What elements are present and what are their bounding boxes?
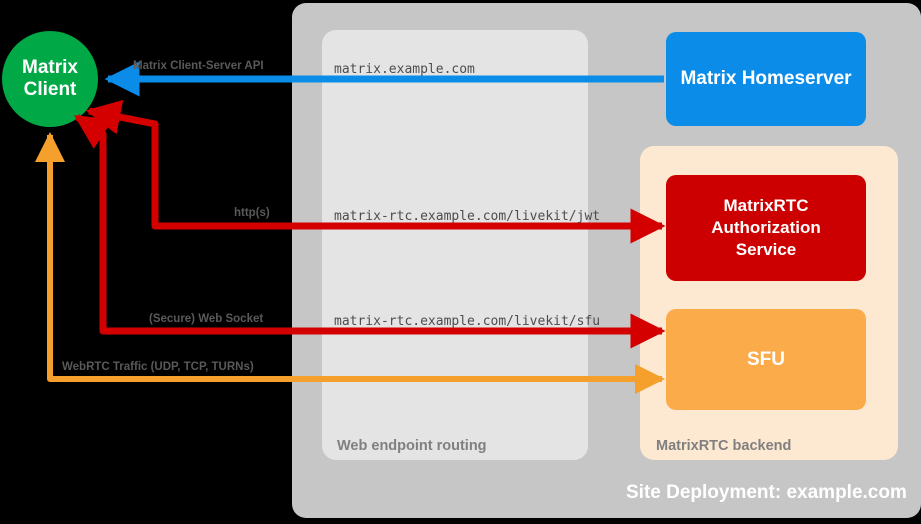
panel-label-matrixrtc-backend: MatrixRTC backend [656, 438, 792, 454]
node-matrix-client[interactable] [2, 31, 98, 127]
endpoint-label-livekit-jwt: matrix-rtc.example.com/livekit/jwt [334, 209, 601, 224]
node-sfu[interactable] [666, 309, 866, 410]
panel-label-site-deployment: Site Deployment: example.com [626, 482, 907, 503]
node-matrix-homeserver[interactable] [666, 32, 866, 126]
edge-label-matrix-client-server-api: Matrix Client-Server API [133, 60, 264, 72]
edge-label-secure-web-socket: (Secure) Web Socket [149, 313, 264, 325]
panel-label-web-endpoint-routing: Web endpoint routing [337, 438, 487, 454]
edge-label-webrtc-traffic: WebRTC Traffic (UDP, TCP, TURNs) [62, 361, 254, 373]
endpoint-label-livekit-sfu: matrix-rtc.example.com/livekit/sfu [334, 314, 601, 329]
edge-label-https: http(s) [234, 207, 270, 219]
panel-web-endpoint-routing [322, 30, 588, 460]
node-matrixrtc-authorization-service[interactable] [666, 175, 866, 281]
edge-webrtc-traffic [35, 132, 665, 394]
endpoint-label-matrix-example-com: matrix.example.com [334, 62, 475, 77]
